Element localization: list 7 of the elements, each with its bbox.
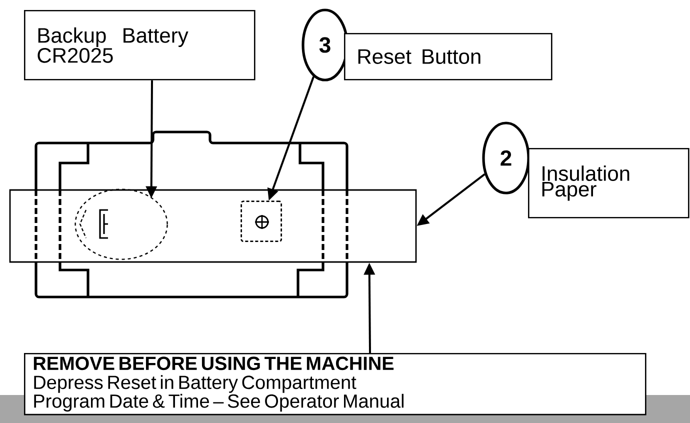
insulation-strip — [9, 189, 417, 263]
reset-button — [240, 200, 282, 242]
callout-number: 3 — [302, 8, 348, 82]
label-box: Backup Battery CR2025 — [24, 10, 256, 80]
battery — [74, 188, 168, 260]
warning-box: REMOVE BEFORE USING THE MACHINE Depress Reset in Battery Compartment Program Date & Time – See Operator Manual — [24, 353, 646, 416]
callout-number: 2 — [482, 122, 530, 194]
